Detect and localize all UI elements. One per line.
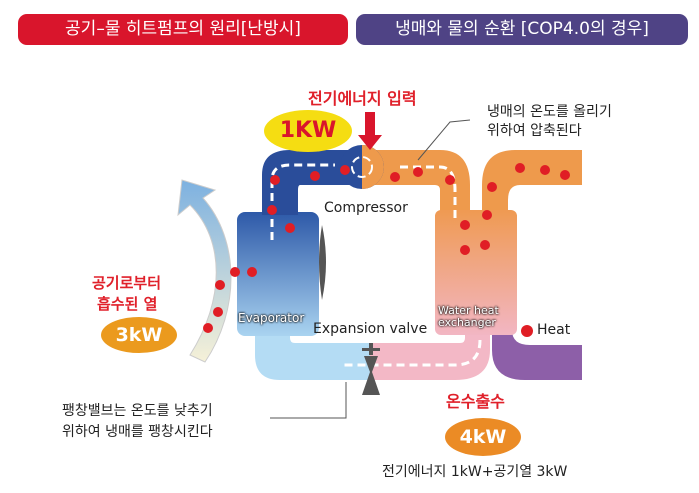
water-heat-exchanger <box>435 210 517 335</box>
warm-return-pipe <box>370 330 490 380</box>
expansion-note-line2: 위하여 냉매를 팽창시킨다 <box>62 424 213 440</box>
air-heat-line2: 흡수된 열 <box>97 295 158 313</box>
expansion-valve-icon <box>362 343 380 395</box>
expansion-note-line1: 팽창밸브는 온도를 낮추기 <box>62 403 213 419</box>
water-heat-exchanger-label: Water heat exchanger <box>438 305 499 329</box>
water-out-pipe <box>492 330 582 380</box>
water-hx-line1: Water heat <box>438 304 499 317</box>
water-in-pipe <box>482 150 582 212</box>
electric-input-arrow <box>358 112 382 150</box>
output-formula: 전기에너지 1kW+공기열 3kW <box>382 464 568 480</box>
compressor-label: Compressor <box>324 200 408 216</box>
fan-icon <box>319 225 326 300</box>
cold-return-pipe <box>255 330 370 380</box>
heat-legend-label: Heat <box>537 322 571 338</box>
evaporator-unit <box>237 212 319 336</box>
compress-note-line2: 위하여 압축된다 <box>487 123 582 139</box>
header-left-title: 공기–물 히트펌프의 원리[난방시] <box>18 14 348 45</box>
air-heat-line1: 공기로부터 <box>92 274 162 292</box>
electric-power-badge: 1KW <box>264 110 352 152</box>
output-power-badge: 4kW <box>445 418 521 456</box>
expansion-leader-line <box>270 382 347 419</box>
heat-dots <box>203 163 570 337</box>
flow-arrows <box>270 163 482 367</box>
evaporator-label: Evaporator <box>238 311 305 325</box>
hot-water-out-label: 온수출수 <box>446 392 505 411</box>
air-flow-arrow <box>177 179 232 363</box>
air-power-badge: 3kW <box>101 317 177 353</box>
expansion-valve-label: Expansion valve <box>313 321 428 337</box>
electric-input-label: 전기에너지 입력 <box>308 89 417 108</box>
compress-note-line1: 냉매의 온도를 올리기 <box>487 104 612 120</box>
water-hx-line2: exchanger <box>438 316 496 329</box>
hot-discharge-pipe <box>362 150 470 212</box>
header-right-title: 냉매와 물의 순환 [COP4.0의 경우] <box>356 14 688 45</box>
compress-leader-line <box>417 119 471 161</box>
